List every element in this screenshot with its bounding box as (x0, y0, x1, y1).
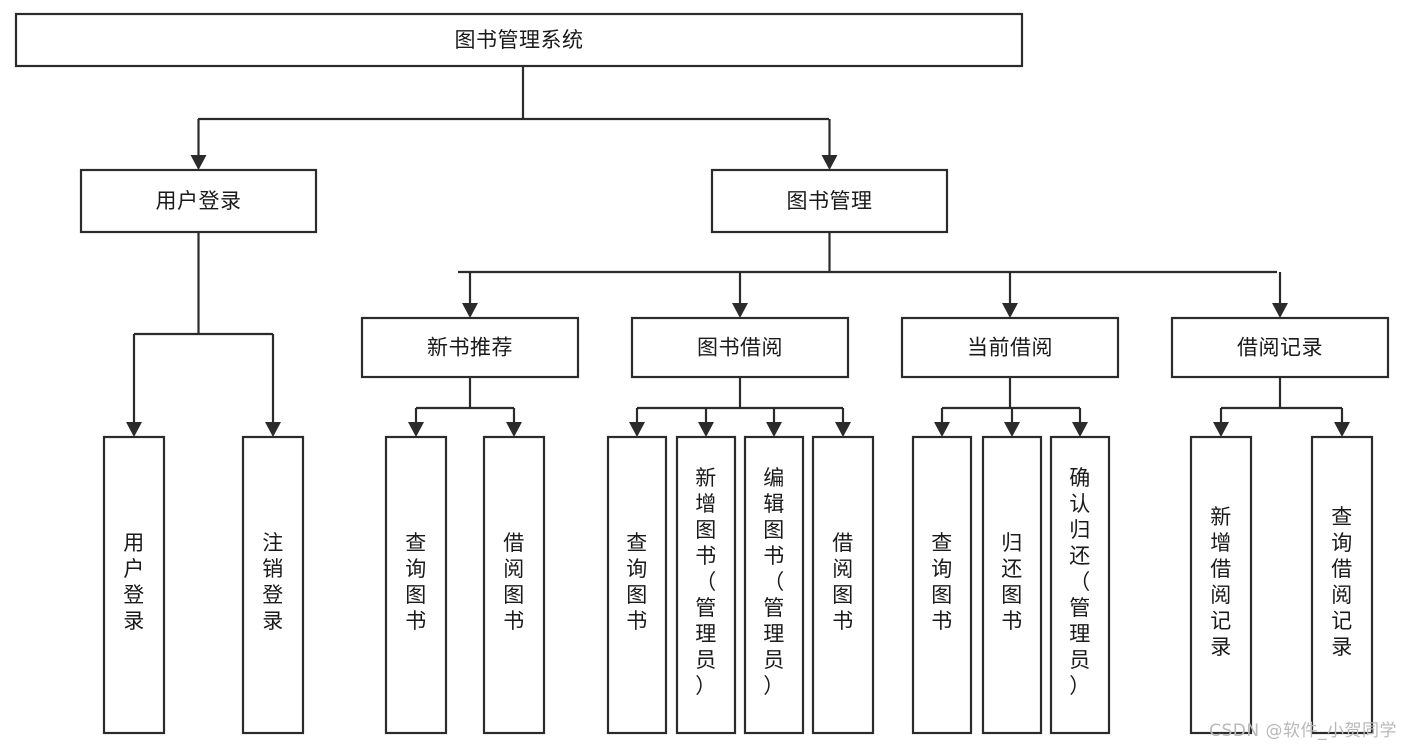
arrowhead-icon (934, 422, 950, 437)
node-label-book-borrow: 图书借阅 (697, 336, 783, 360)
node-box-leaf-current-confirm[interactable] (1049, 435, 1111, 735)
node-box-leaf-current-query[interactable] (911, 435, 973, 735)
node-box-leaf-record-add[interactable] (1189, 435, 1253, 735)
node-label-user-login: 用户登录 (156, 189, 242, 213)
node-label-leaf-current-confirm: 确认归还（管理员） (1069, 466, 1091, 698)
arrowhead-icon (766, 422, 782, 437)
arrowhead-icon (1004, 422, 1020, 437)
node-label-leaf-borrow-lend: 借阅图书 (832, 531, 854, 633)
node-box-leaf-record-query[interactable] (1310, 435, 1374, 735)
arrowhead-icon (190, 155, 207, 170)
arrowhead-icon (698, 422, 714, 437)
node-box-current-borrow[interactable] (900, 316, 1120, 379)
node-label-leaf-user-login: 用户登录 (123, 531, 145, 633)
node-box-leaf-user-logout[interactable] (241, 435, 305, 735)
node-label-leaf-borrow-edit: 编辑图书（管理员） (763, 466, 785, 698)
node-label-borrow-record: 借阅记录 (1237, 336, 1323, 360)
node-box-user-login[interactable] (79, 168, 318, 234)
node-label-leaf-record-query: 查询借阅记录 (1331, 505, 1353, 659)
node-box-leaf-borrow-query[interactable] (606, 435, 668, 735)
node-label-leaf-borrow-add: 新增图书（管理员） (695, 466, 717, 698)
arrowhead-icon (1213, 422, 1229, 437)
node-label-current-borrow: 当前借阅 (967, 336, 1053, 360)
node-box-leaf-borrow-add[interactable] (675, 435, 737, 735)
node-box-leaf-current-return[interactable] (981, 435, 1043, 735)
arrowhead-icon (1334, 422, 1350, 437)
node-box-book-manage[interactable] (710, 168, 949, 234)
node-label-leaf-recommend-query: 查询图书 (405, 531, 427, 633)
arrowhead-icon (1002, 303, 1018, 318)
node-box-leaf-borrow-edit[interactable] (743, 435, 805, 735)
node-box-leaf-recommend-query[interactable] (384, 435, 448, 735)
node-label-leaf-borrow-query: 查询图书 (626, 531, 648, 633)
node-label-leaf-current-return: 归还图书 (1001, 531, 1023, 633)
node-label-leaf-record-add: 新增借阅记录 (1210, 505, 1232, 659)
arrowhead-icon (126, 422, 142, 437)
arrowhead-icon (1272, 303, 1288, 318)
node-label-leaf-user-logout: 注销登录 (262, 531, 284, 633)
node-label-new-book-recommend: 新书推荐 (427, 336, 513, 360)
node-box-leaf-borrow-lend[interactable] (811, 435, 875, 735)
arrowhead-icon (1072, 422, 1088, 437)
node-label-root: 图书管理系统 (455, 28, 584, 52)
arrowhead-icon (506, 422, 522, 437)
nodes-layer: 图书管理系统用户登录图书管理新书推荐图书借阅当前借阅借阅记录用户登录注销登录查询… (14, 12, 1390, 735)
arrowhead-icon (265, 422, 281, 437)
node-box-root[interactable] (14, 12, 1024, 68)
arrowhead-icon (462, 303, 478, 318)
arrowhead-icon (821, 155, 838, 170)
arrowhead-icon (835, 422, 851, 437)
node-box-book-borrow[interactable] (630, 316, 850, 379)
node-box-leaf-recommend-borrow[interactable] (482, 435, 546, 735)
node-label-leaf-recommend-borrow: 借阅图书 (503, 531, 525, 633)
node-label-book-manage: 图书管理 (787, 189, 873, 213)
node-label-leaf-current-query: 查询图书 (931, 531, 953, 633)
edges-layer (126, 66, 1350, 437)
node-box-leaf-user-login[interactable] (102, 435, 166, 735)
arrowhead-icon (408, 422, 424, 437)
arrowhead-icon (732, 303, 748, 318)
arrowhead-icon (629, 422, 645, 437)
node-box-borrow-record[interactable] (1170, 316, 1390, 379)
node-box-new-book-recommend[interactable] (360, 316, 580, 379)
